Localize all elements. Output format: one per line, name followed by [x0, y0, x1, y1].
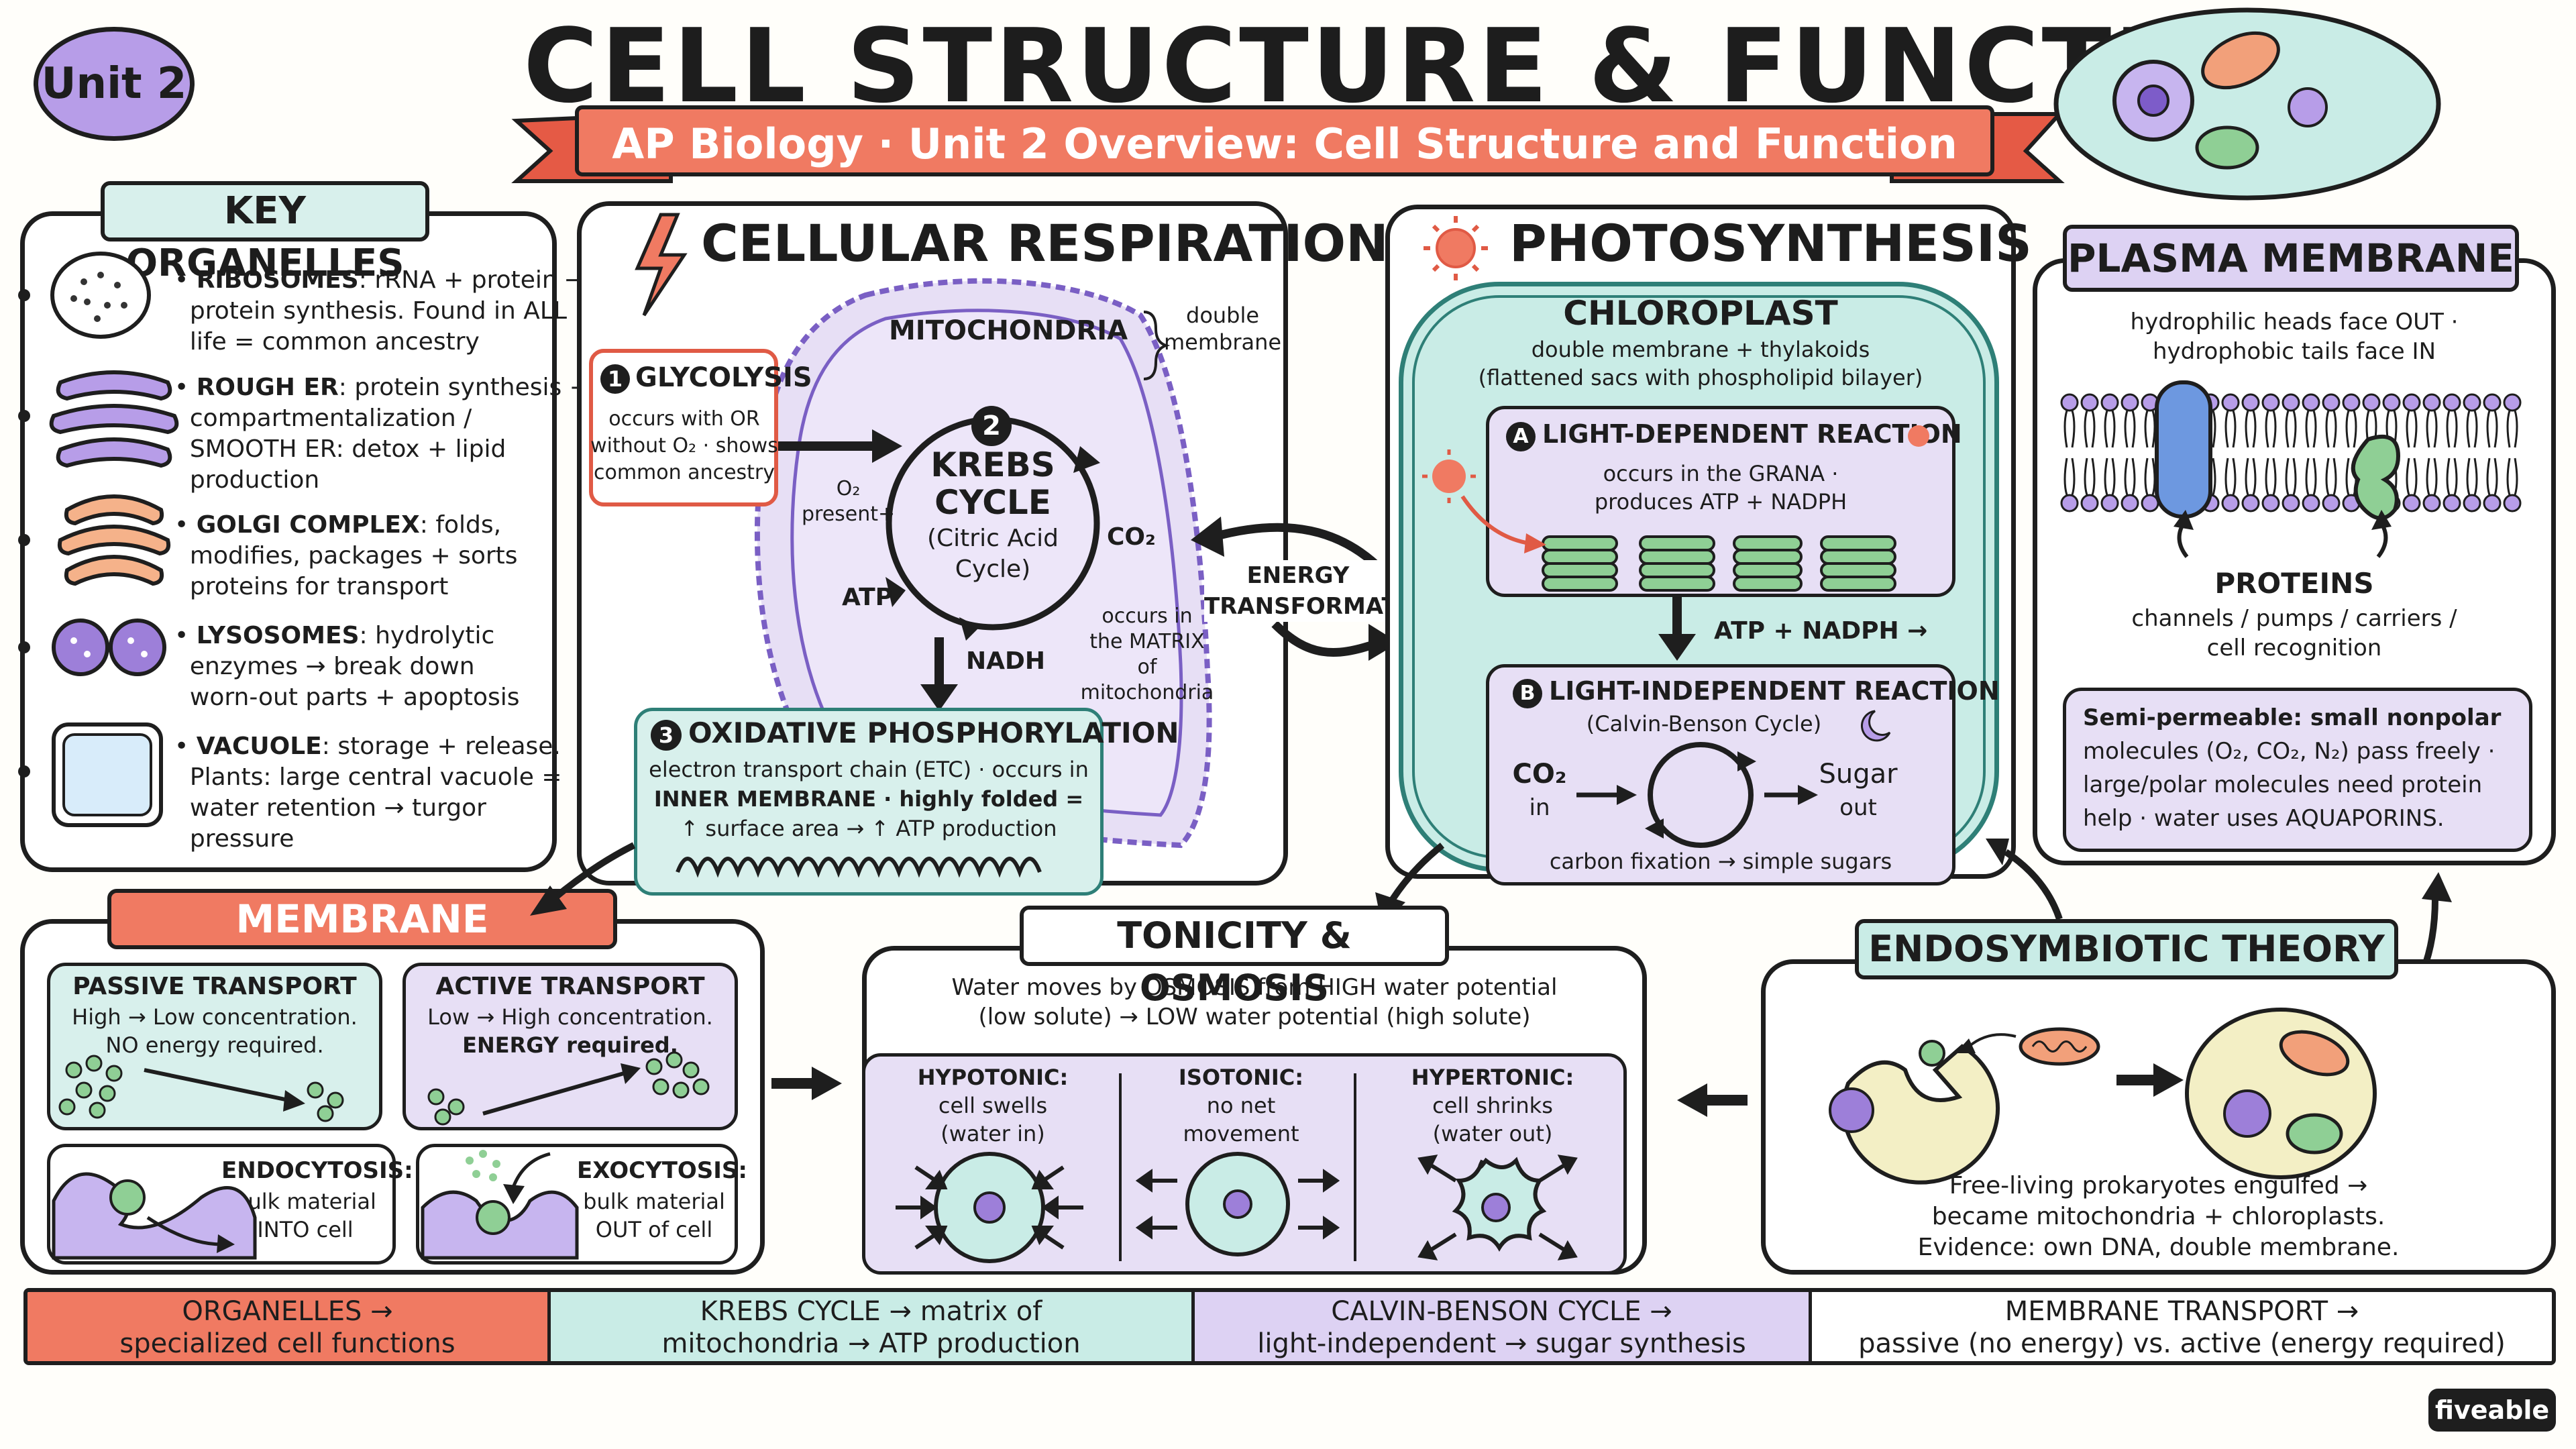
lir-sub: (Calvin-Benson Cycle)	[1586, 711, 1822, 737]
endosymbiotic-text: Free-living prokaryotes engulfed →became…	[1917, 1172, 2400, 1261]
isotonic-cell-icon	[1185, 1152, 1290, 1256]
hypertonic-cell-icon	[1452, 1157, 1547, 1252]
key-organelles-title: KEY ORGANELLES	[101, 181, 429, 285]
endosymbiotic-title: ENDOSYMBIOTIC THEORY	[1855, 919, 2398, 979]
active-transport-title: ACTIVE TRANSPORT	[435, 973, 705, 1000]
page-subtitle: AP Biology · Unit 2 Overview: Cell Struc…	[612, 119, 1957, 168]
summary-cell: MEMBRANE TRANSPORT →passive (no energy) …	[1812, 1292, 2552, 1361]
summary-cell: CALVIN-BENSON CYCLE →light-independent →…	[1195, 1292, 1812, 1361]
tonicity-title: TONICITY & OSMOSIS	[1020, 906, 1449, 1009]
lir-bottom-text: carbon fixation → simple sugars	[1549, 849, 1892, 874]
membrane-transport-title: MEMBRANE TRANSPORT	[107, 889, 617, 994]
endoplasmic-reticulum-icon	[49, 370, 179, 468]
step-letter-icon: B	[1513, 679, 1542, 708]
light-independent-box	[1486, 664, 1955, 885]
chloroplast-label: CHLOROPLAST	[1563, 294, 1838, 333]
unit-badge	[34, 27, 195, 141]
mitochondria-label: MITOCHONDRIA	[889, 315, 1128, 346]
bacterium-icon	[1955, 1027, 2100, 1066]
nadh-label: NADH	[966, 647, 1046, 675]
proteins-text: channels / pumps / carriers /cell recogn…	[2131, 605, 2457, 661]
organelle-item: • ROUGH ER: protein synthesis + compartm…	[174, 374, 590, 494]
golgi-icon	[57, 494, 171, 586]
step-number-icon: 1	[600, 364, 630, 394]
eukaryotic-cell-icon	[2185, 1008, 2377, 1179]
organelle-item: • LYSOSOMES: hydrolytic enzymes → break …	[174, 622, 520, 711]
vacuole-icon	[52, 722, 163, 827]
lightning-icon	[635, 213, 688, 317]
active-transport-text: Low → High concentration.ENERGY required…	[427, 1004, 713, 1058]
ribosome-icon	[50, 252, 151, 339]
lysosome-icon	[52, 619, 166, 676]
host-cell-icon	[1829, 1040, 2000, 1185]
atp-label: ATP	[842, 584, 894, 611]
co2-label: CO₂	[1107, 523, 1156, 551]
atp-nadph-label: ATP + NADPH →	[1714, 617, 1928, 645]
cell-illustration-icon	[2053, 7, 2441, 201]
exocytosis-title: EXOCYTOSIS:	[577, 1157, 748, 1184]
hypertonic-text: HYPERTONIC:cell shrinks(water out)	[1411, 1065, 1574, 1146]
oxphos-text: electron transport chain (ETC) · occurs …	[649, 757, 1089, 841]
semi-permeable-box	[2063, 688, 2532, 852]
organelle-item: • VACUOLE: storage + release. Plants: la…	[174, 733, 562, 853]
photosynthesis-title: PHOTOSYNTHESIS	[1509, 213, 2032, 273]
hypotonic-text: HYPOTONIC:cell swells(water in)	[917, 1065, 1069, 1146]
summary-bar: ORGANELLES →specialized cell functions K…	[23, 1288, 2556, 1365]
passive-transport-box	[47, 963, 382, 1130]
chloroplast-text: double membrane + thylakoids(flattened s…	[1478, 337, 1923, 390]
respiration-title: CELLULAR RESPIRATION	[701, 213, 1389, 273]
summary-cell: ORGANELLES →specialized cell functions	[28, 1292, 551, 1361]
sun-icon	[1424, 216, 1488, 280]
subtitle-ribbon	[511, 105, 2065, 183]
krebs-number: 2	[971, 406, 1012, 446]
step-number-icon: 3	[651, 720, 682, 751]
step-letter-icon: A	[1506, 422, 1536, 451]
ldr-text: occurs in the GRANA ·produces ATP + NADP…	[1594, 461, 1847, 515]
proteins-label: PROTEINS	[2214, 567, 2374, 600]
unit-badge-label: Unit 2	[41, 59, 187, 109]
organelle-item: • GOLGI COMPLEX: folds, modifies, packag…	[174, 511, 518, 600]
organelle-item: • RIBOSOMES: rRNA + protein → protein sy…	[174, 266, 586, 356]
passive-transport-title: PASSIVE TRANSPORT	[72, 973, 357, 1000]
plasma-membrane-text: hydrophilic heads face OUT ·hydrophobic …	[2130, 309, 2459, 365]
tonicity-text: Water moves by OSMOSIS from HIGH water p…	[951, 974, 1558, 1030]
passive-transport-text: High → Low concentration.NO energy requi…	[72, 1004, 358, 1058]
endocytosis-title: ENDOCYTOSIS:	[221, 1157, 413, 1184]
brand-logo: fiveable	[2428, 1389, 2556, 1432]
plasma-membrane-title: PLASMA MEMBRANE	[2063, 225, 2519, 292]
